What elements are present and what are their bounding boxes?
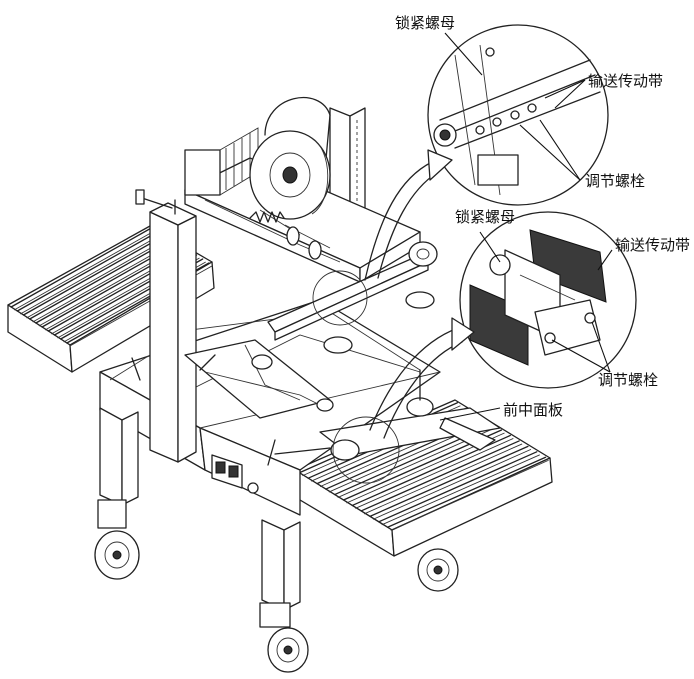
conveyor-roller: [360, 440, 520, 512]
power-switch: [215, 461, 226, 474]
top-label-conveyor-belt: 输送传动带: [588, 72, 663, 90]
top-label-adjust-bolt: 调节螺栓: [585, 172, 645, 190]
front-middle-panel: [274, 369, 501, 484]
conveyor-roller: [29, 238, 173, 320]
adjust-handwheel-right: [406, 397, 434, 417]
front-panel-callout: 前中面板: [439, 401, 563, 421]
conveyor-roller-edge: [20, 233, 163, 315]
drive-motor: [184, 149, 221, 196]
conveyor-roller: [10, 226, 154, 308]
castor-wheels: [94, 530, 459, 673]
detail-arrows: [364, 149, 475, 439]
detail-top-mechanism: [433, 44, 601, 196]
conveyor-roller: [22, 234, 167, 316]
detail-circle-top: 锁紧螺母 输送传动带 调节螺栓: [395, 14, 663, 206]
carton-sealer-machine: [7, 96, 553, 673]
conveyor-roller-edge: [381, 454, 540, 526]
lower-detail-marker: [332, 416, 400, 484]
middle-label-conveyor-belt: 输送传动带: [615, 236, 690, 254]
machine-legs: [97, 407, 301, 628]
control-knob: [247, 482, 259, 494]
adjust-handwheel-left: [330, 439, 360, 461]
middle-label-adjust-bolt: 调节螺栓: [598, 371, 658, 389]
conveyor-roller-edge: [363, 443, 523, 515]
conveyor-roller-edge: [355, 438, 514, 509]
conveyor-roller-edge: [26, 237, 169, 319]
tension-spring: [249, 211, 322, 260]
castor-wheel-front-right: [267, 627, 309, 673]
height-adjust-crank: [135, 189, 176, 215]
conveyor-roller: [16, 230, 160, 312]
top-label-lock-nut: 锁紧螺母: [395, 14, 455, 32]
start-switch: [228, 465, 239, 478]
label-front-middle-panel: 前中面板: [503, 401, 563, 419]
castor-wheel-front-left: [94, 530, 140, 580]
side-belt-arm: [184, 339, 334, 419]
base-levers: [131, 354, 276, 466]
middle-label-lock-nut: 锁紧螺母: [455, 208, 515, 226]
upper-detail-marker: [312, 270, 368, 326]
conveyor-roller: [386, 456, 547, 528]
detail-middle-mechanism: [469, 229, 607, 366]
conveyor-roller-edge: [390, 459, 549, 531]
upper-belt-arm: [267, 241, 438, 354]
detail-circle-middle: 锁紧螺母 输送传动带 调节螺栓: [455, 208, 690, 389]
control-panel: [211, 454, 259, 494]
conveyor-roller-edge: [13, 229, 157, 311]
conveyor-roller: [369, 445, 529, 518]
tape-reel: [249, 96, 331, 220]
conveyor-roller: [378, 451, 538, 523]
conveyor-roller-edge: [372, 448, 532, 520]
castor-wheel-rear: [417, 548, 459, 592]
